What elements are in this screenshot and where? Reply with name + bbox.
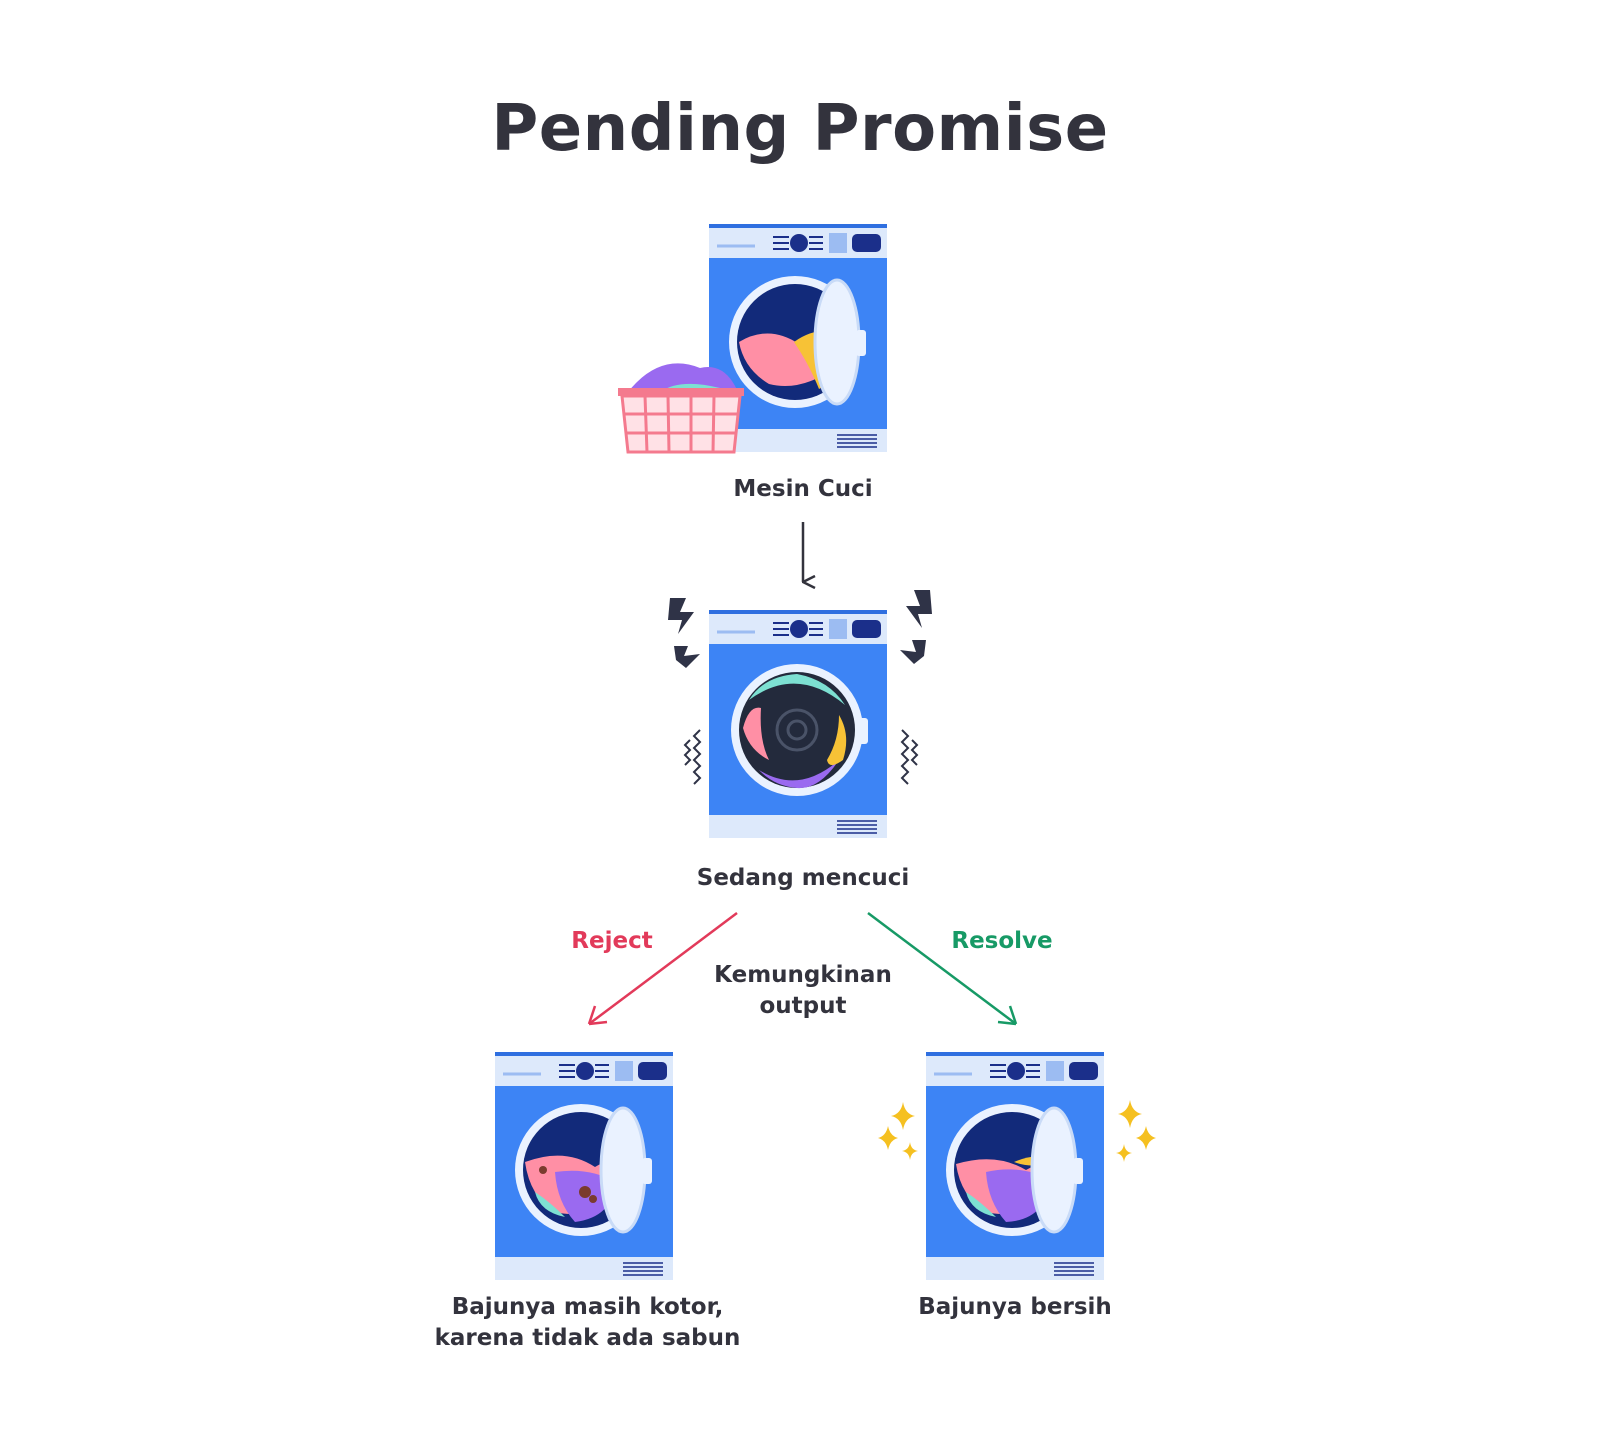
washing-machine-running-icon <box>707 608 889 840</box>
rejected-line1: Bajunya masih kotor, <box>451 1294 724 1320</box>
washing-machine-dirty-icon <box>493 1050 675 1282</box>
node-label-resolved: Bajunya bersih <box>918 1294 1112 1320</box>
reject-arrow <box>587 912 738 1026</box>
sparkle-icon <box>878 1100 1156 1162</box>
lightning-icon <box>668 590 932 668</box>
vibration-icon <box>683 729 919 785</box>
edge-label-reject: Reject <box>571 928 653 954</box>
diagram-title: Pending Promise <box>491 92 1109 166</box>
possible-output-label: Kemungkinan output <box>680 960 926 1022</box>
rejected-line2: karena tidak ada sabun <box>434 1325 741 1351</box>
laundry-basket-icon <box>618 363 744 454</box>
possible-output-line1: Kemungkinan <box>714 962 892 988</box>
node-label-start: Mesin Cuci <box>733 476 873 502</box>
node-label-pending: Sedang mencuci <box>696 865 910 891</box>
possible-output-line2: output <box>759 993 847 1019</box>
edge-label-resolve: Resolve <box>951 928 1053 954</box>
node-label-rejected: Bajunya masih kotor, karena tidak ada sa… <box>410 1292 765 1354</box>
resolve-arrow <box>867 912 1018 1026</box>
washing-machine-open-icon <box>707 222 889 454</box>
washing-machine-clean-icon <box>924 1050 1106 1282</box>
